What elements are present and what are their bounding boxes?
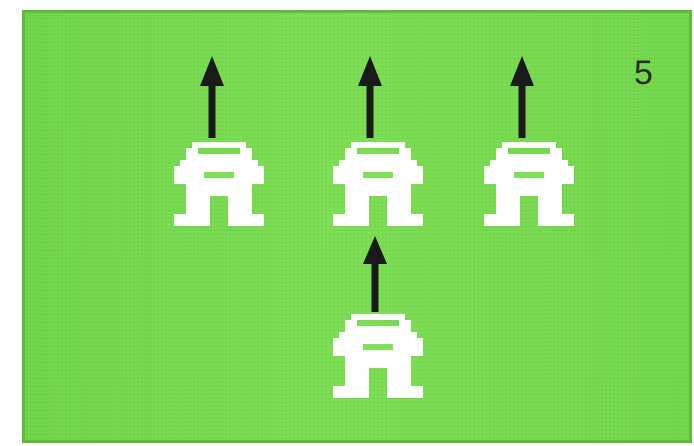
- up-arrow-icon: [200, 56, 224, 138]
- score-display: 5: [634, 54, 653, 93]
- pixel-robot-sprite: [484, 142, 574, 226]
- pixel-robot-sprite: [333, 314, 423, 398]
- up-arrow-icon: [358, 56, 382, 138]
- player-center: [333, 142, 423, 226]
- player-left: [174, 142, 264, 226]
- up-arrow-icon: [510, 56, 534, 138]
- pixel-robot-sprite: [174, 142, 264, 226]
- game-screen: 5: [22, 10, 692, 443]
- player-right: [484, 142, 574, 226]
- player-bottom: [333, 314, 423, 398]
- up-arrow-icon: [363, 236, 387, 312]
- pixel-robot-sprite: [333, 142, 423, 226]
